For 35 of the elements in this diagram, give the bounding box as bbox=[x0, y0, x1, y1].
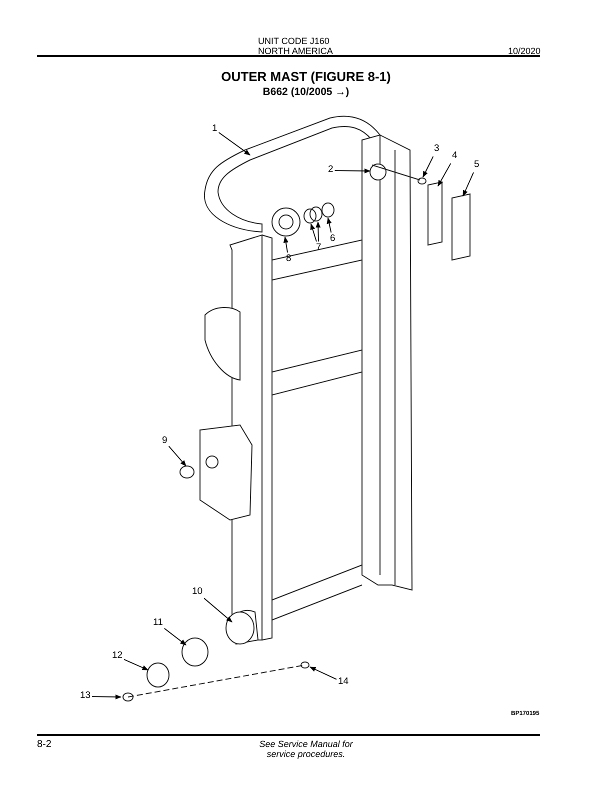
callout-number: 5 bbox=[474, 160, 480, 171]
leader-line bbox=[310, 223, 317, 242]
callout-number: 9 bbox=[162, 436, 168, 447]
callout-number: 2 bbox=[328, 165, 334, 176]
unit-code-text: UNIT CODE J160 bbox=[258, 36, 330, 46]
callout-number: 1 bbox=[212, 124, 218, 135]
leader-line bbox=[334, 168, 371, 174]
callout-number: 10 bbox=[192, 587, 203, 598]
callout-number: 6 bbox=[330, 234, 336, 245]
callout-number: 14 bbox=[338, 677, 349, 688]
leader-line bbox=[204, 598, 232, 622]
leader-line bbox=[438, 162, 452, 187]
leader-line bbox=[326, 217, 332, 233]
callout-number: 4 bbox=[452, 151, 458, 162]
callout-number: 12 bbox=[112, 651, 123, 662]
callout-number: 3 bbox=[434, 144, 440, 155]
leader-line bbox=[164, 628, 186, 646]
leader-line bbox=[168, 446, 186, 466]
date-text: 10/2020 bbox=[508, 46, 541, 56]
leader-line bbox=[218, 132, 250, 156]
figure-title: OUTER MAST (FIGURE 8-1) bbox=[220, 70, 392, 85]
leader-line bbox=[309, 666, 337, 680]
region-text: NORTH AMERICA bbox=[258, 46, 333, 56]
callout-number: 11 bbox=[153, 618, 163, 629]
callout-number: 8 bbox=[286, 254, 292, 265]
callout-number: 13 bbox=[80, 691, 91, 702]
page-number: 8-2 bbox=[37, 739, 52, 750]
model-range-text: B662 (10/2005 →) bbox=[262, 86, 350, 98]
leader-line bbox=[124, 659, 149, 670]
leader-line bbox=[316, 221, 321, 242]
leader-line bbox=[462, 172, 474, 197]
leader-line bbox=[283, 236, 288, 253]
leader-line bbox=[92, 694, 122, 700]
leader-line bbox=[422, 156, 434, 178]
service-note: See Service Manual for service procedures. bbox=[258, 739, 354, 760]
